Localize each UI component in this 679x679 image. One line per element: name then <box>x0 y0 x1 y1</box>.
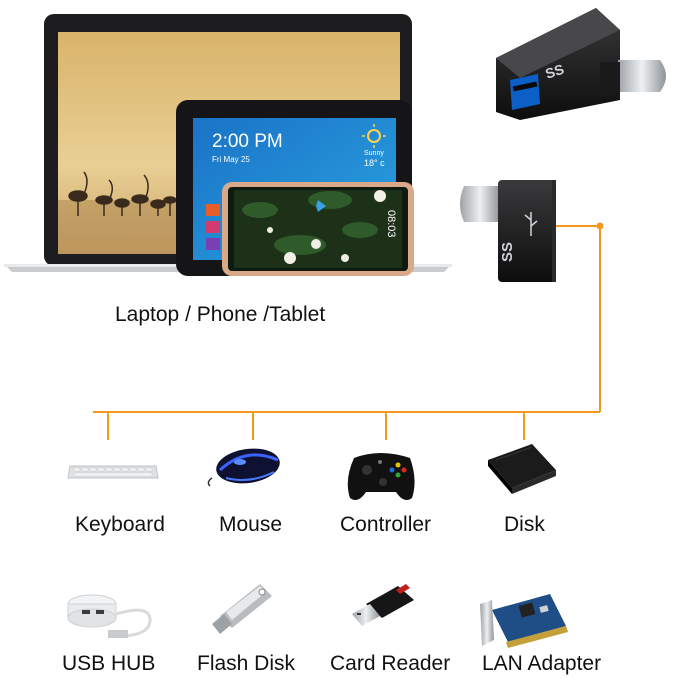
mouse-icon <box>207 448 280 487</box>
game-controller-icon <box>347 453 415 500</box>
tablet-tiles <box>206 204 220 250</box>
usb-trident-icon <box>524 212 538 236</box>
keyboard-icon <box>67 465 159 479</box>
adapter-logo: SS <box>543 61 566 82</box>
usb-c-adapter-image: SS <box>496 8 666 120</box>
usb-hub-icon <box>67 594 152 638</box>
tablet-date: Fri May 25 <box>212 155 250 164</box>
usb-c-adapter-image-2: SS <box>460 180 556 282</box>
source-devices-label: Laptop / Phone /Tablet <box>115 303 326 326</box>
device-label-lan-adapter: LAN Adapter <box>482 652 602 675</box>
flash-drive-icon <box>212 584 272 634</box>
hard-disk-icon <box>488 444 556 494</box>
adapter-logo-2: SS <box>499 242 516 262</box>
card-reader-icon <box>352 584 414 626</box>
device-label-flash-disk: Flash Disk <box>197 652 296 675</box>
device-label-controller: Controller <box>340 513 432 536</box>
connector-lines <box>93 225 601 440</box>
phone-time: 08:03 <box>385 210 397 238</box>
connector-node <box>596 222 604 230</box>
device-label-usb-hub: USB HUB <box>62 652 156 675</box>
device-label-mouse: Mouse <box>219 513 283 536</box>
sun-icon <box>362 124 386 148</box>
tablet-weather: Sunny <box>364 150 384 157</box>
device-label-disk: Disk <box>504 513 545 536</box>
tablet-time: 2:00 PM <box>212 131 283 152</box>
tablet-temp: 18° c <box>364 158 385 168</box>
device-label-card-reader: Card Reader <box>330 652 451 675</box>
lan-adapter-card-icon <box>480 594 568 648</box>
phone-image: 08:03 <box>222 182 414 276</box>
device-label-keyboard: Keyboard <box>75 513 165 536</box>
